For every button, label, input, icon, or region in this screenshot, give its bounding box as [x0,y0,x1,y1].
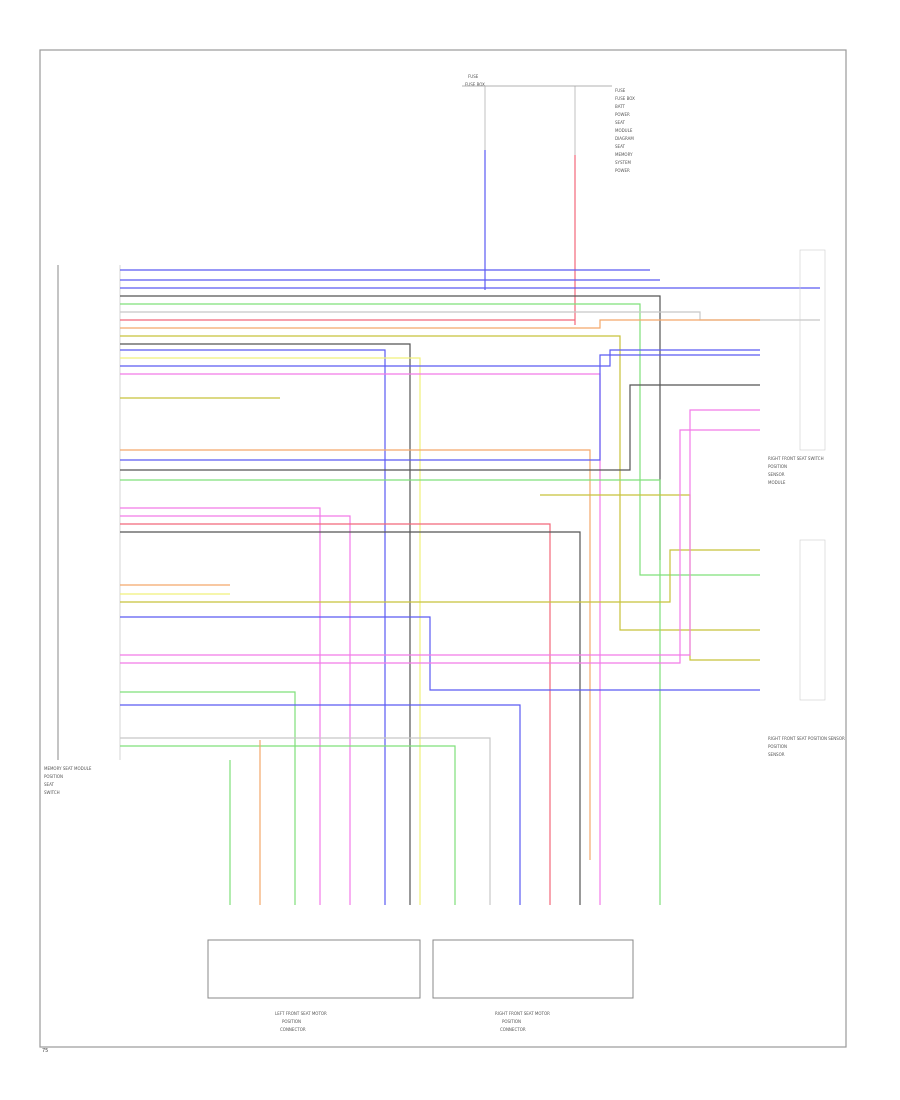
svg-text:MEMORY: MEMORY [615,152,633,157]
svg-text:SEAT: SEAT [615,120,625,125]
svg-text:SEAT: SEAT [615,144,625,149]
svg-text:FUSE BOX: FUSE BOX [615,96,635,101]
diagram-frame [39,49,847,1048]
svg-text:MEMORY SEAT MODULE: MEMORY SEAT MODULE [44,766,92,771]
svg-text:POSITION: POSITION [768,464,787,469]
svg-text:CONNECTOR: CONNECTOR [280,1027,306,1032]
svg-text:POSITION: POSITION [502,1019,521,1024]
memory-seat-module: MEMORY SEAT MODULE POSITION SEAT SWITCH [44,265,121,795]
module-wires-middle [120,354,760,905]
svg-text:POSITION: POSITION [282,1019,301,1024]
svg-text:FUSE: FUSE [615,88,626,93]
svg-text:POWER: POWER [615,112,630,117]
page-id: 75 [42,1048,48,1054]
svg-text:SWITCH: SWITCH [44,790,60,795]
svg-text:RIGHT FRONT SEAT POSITION SENS: RIGHT FRONT SEAT POSITION SENSOR [768,736,845,741]
svg-text:MODULE: MODULE [768,480,786,485]
svg-text:MODULE: MODULE [615,128,633,133]
left-seat-motor: LEFT FRONT SEAT MOTOR POSITION CONNECTOR [207,939,421,1032]
svg-text:BATT: BATT [615,104,626,109]
right-seat-switch: RIGHT FRONT SEAT SWITCH POSITION SENSOR … [768,249,845,757]
svg-text:CONNECTOR: CONNECTOR [500,1027,526,1032]
svg-text:SENSOR: SENSOR [768,472,785,477]
module-wires-lower [120,409,760,905]
svg-text:POSITION: POSITION [44,774,63,779]
svg-text:SEAT: SEAT [44,782,54,787]
svg-text:FUSE: FUSE [468,74,479,79]
svg-text:RIGHT FRONT SEAT SWITCH: RIGHT FRONT SEAT SWITCH [768,456,824,461]
svg-text:FUSE BOX: FUSE BOX [465,82,485,87]
svg-text:RIGHT FRONT SEAT MOTOR: RIGHT FRONT SEAT MOTOR [495,1011,550,1016]
svg-text:SYSTEM: SYSTEM [615,160,631,165]
right-seat-motor: RIGHT FRONT SEAT MOTOR POSITION CONNECTO… [432,939,634,1032]
module-wires-upper [120,269,820,905]
svg-text:LEFT FRONT SEAT MOTOR: LEFT FRONT SEAT MOTOR [275,1011,327,1016]
svg-text:DIAGRAM: DIAGRAM [615,136,634,141]
svg-text:SENSOR: SENSOR [768,752,785,757]
fuse-block: FUSE FUSE BOX FUSE FUSE BOX BATT POWER S… [462,74,635,230]
svg-text:POSITION: POSITION [768,744,787,749]
svg-text:POWER: POWER [615,168,630,173]
